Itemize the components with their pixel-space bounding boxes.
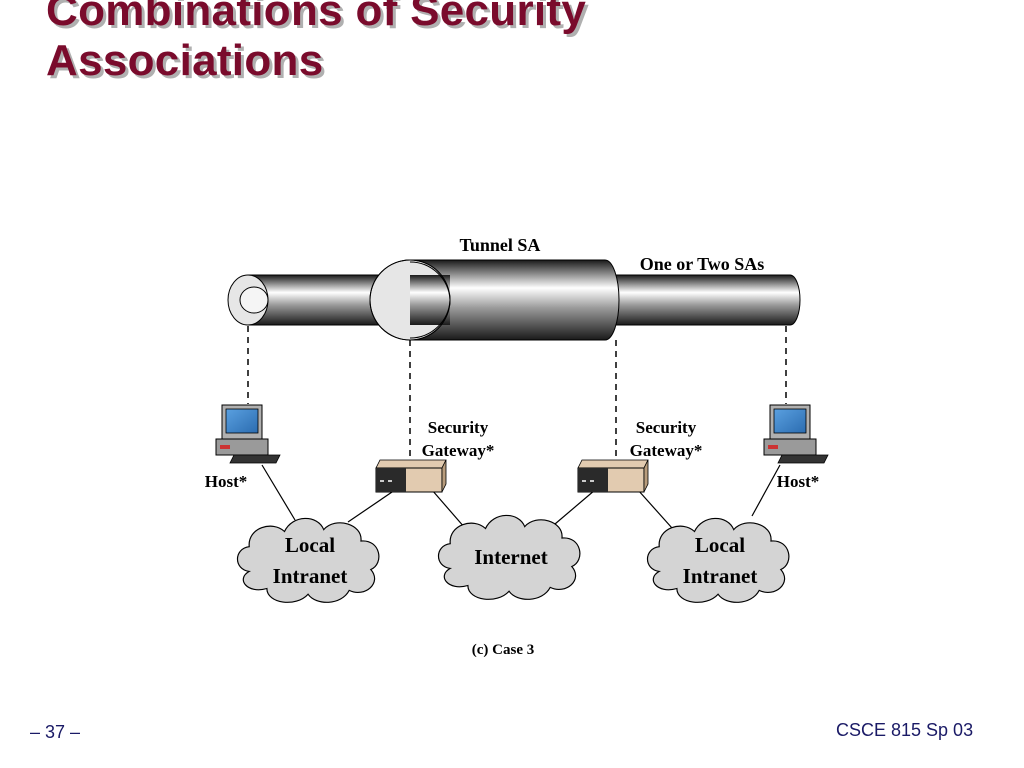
cloud-icon: [646, 517, 790, 603]
sa-endpoint-lines: [247, 326, 787, 458]
one-or-two-sas-label: One or Two SAs: [640, 254, 765, 274]
gateway-right-label-line-2: Gateway*: [630, 441, 703, 460]
slide-title: Combinations of Security Associations: [46, 0, 586, 86]
gateway-device-icon: [577, 459, 649, 493]
gateway-left-label-line-1: Security: [428, 418, 489, 437]
gateway-left-label-line-2: Gateway*: [422, 441, 495, 460]
slide-course-label: CSCE 815 Sp 03: [836, 720, 974, 740]
cloud-internet-label: Internet: [474, 545, 547, 569]
host-right-label: Host*: [777, 472, 820, 491]
host-left-label: Host*: [205, 472, 248, 491]
cloud-left-label-line-1: Local: [285, 533, 335, 557]
host-computer-icon: [763, 404, 829, 464]
cloud-left-label-line-2: Intranet: [273, 564, 348, 588]
slide-title-line-2: Associations: [46, 36, 324, 85]
cloud-right-label-line-1: Local: [695, 533, 745, 557]
tunnel-sa-tube: [369, 259, 620, 341]
slide-title-line-1: Combinations of Security: [46, 0, 587, 35]
cloud-right-label-line-2: Intranet: [683, 564, 758, 588]
host-computer-icon: [215, 404, 281, 464]
gateway-right-label-line-1: Security: [636, 418, 697, 437]
cloud-icon: [236, 517, 380, 603]
diagram-caption: (c) Case 3: [472, 642, 534, 658]
network-links: [261, 464, 781, 529]
gateway-device-icon: [375, 459, 447, 493]
tunnel-sa-label: Tunnel SA: [460, 235, 541, 255]
slide-page-number: – 37 –: [30, 722, 81, 742]
